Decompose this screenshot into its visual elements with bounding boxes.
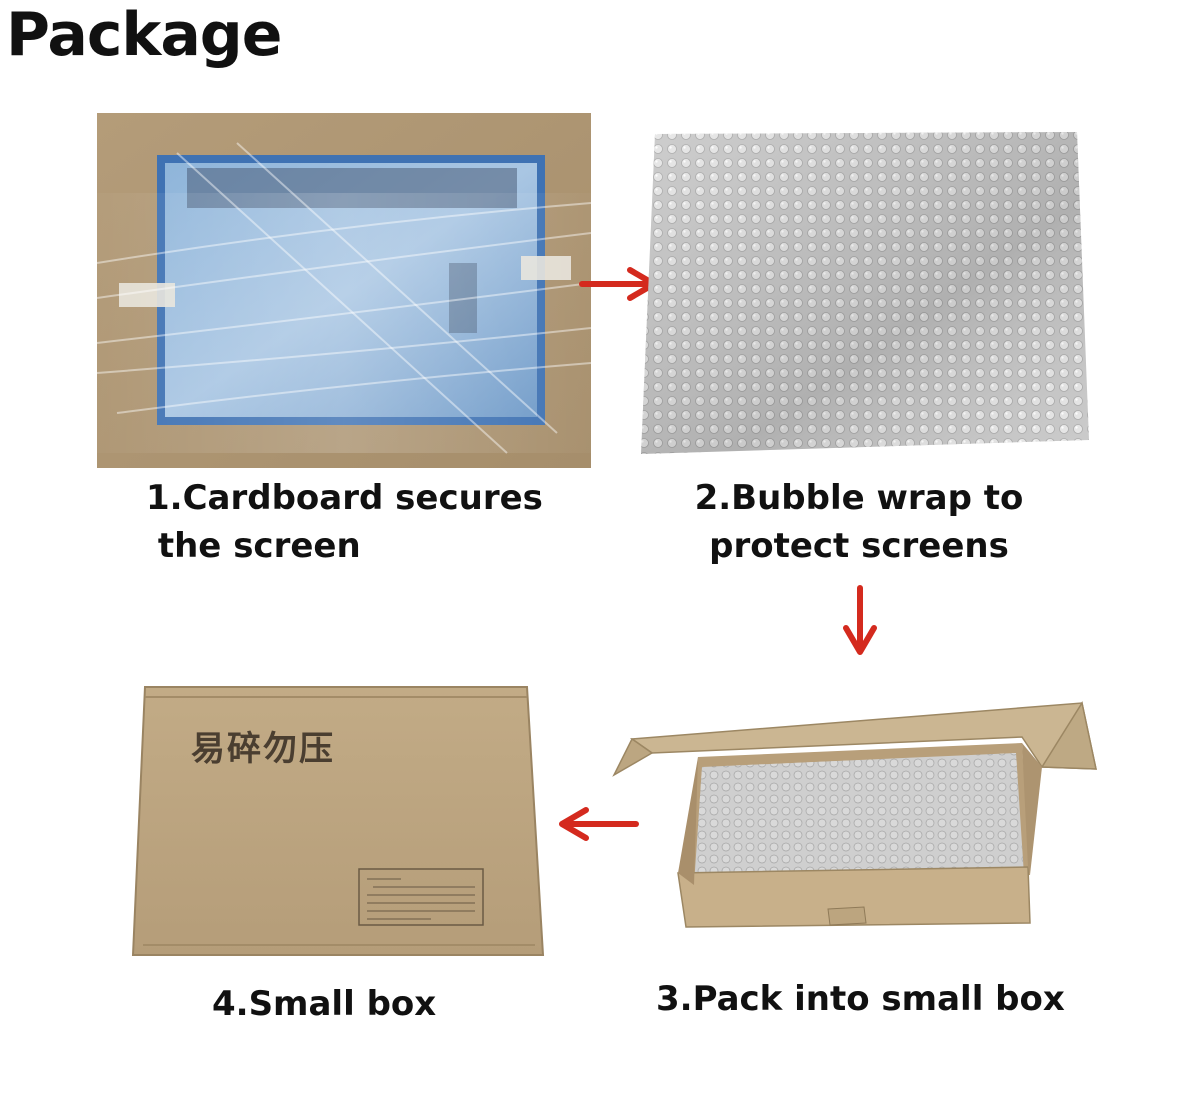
arrow-down-icon: [843, 585, 877, 655]
arrow-left-icon: [559, 807, 639, 841]
step-2-label: 2.Bubble wrap to protect screens: [694, 474, 1024, 570]
open-box-photo: [612, 701, 1097, 928]
step-2-line1: 2.Bubble wrap to: [694, 478, 1024, 518]
step-3-label: 3.Pack into small box: [656, 975, 1065, 1023]
cardboard-screen-photo: [97, 113, 591, 468]
step-1-label: 1.Cardboard secures the screen: [146, 474, 543, 570]
page-title: Package: [6, 0, 282, 70]
step-1-line1: 1.Cardboard secures: [146, 478, 543, 518]
fragile-print: 易碎勿压: [191, 729, 335, 769]
step-2-line2: protect screens: [709, 526, 1009, 566]
step-4-line1: 4.Small box: [212, 984, 437, 1024]
step-1-line2: the screen: [146, 526, 361, 566]
bubble-wrap-photo: [641, 132, 1089, 454]
small-box-photo: 易碎勿压: [131, 683, 545, 957]
step-3-line1: 3.Pack into small box: [656, 979, 1065, 1019]
step-4-label: 4.Small box: [212, 980, 436, 1028]
